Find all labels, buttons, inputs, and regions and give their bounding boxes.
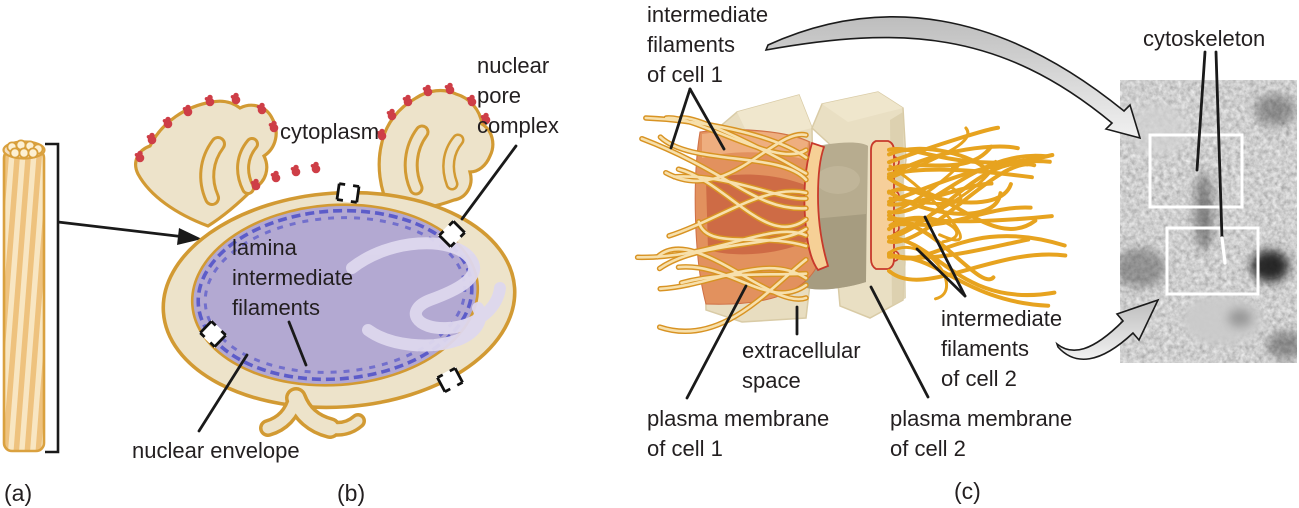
- label-cytoplasm: cytoplasm: [280, 119, 380, 144]
- er-arm-right: [377, 88, 495, 213]
- panel-c-desmosome: [634, 16, 1297, 400]
- arrow-if-cell1-to-em: [764, 16, 1142, 140]
- cytoskeleton-pointer-lines: [1195, 50, 1227, 265]
- label-plasma-membrane-cell2: plasma membrane of cell 2: [890, 406, 1073, 461]
- line-nuclear-pore-complex: [460, 144, 518, 221]
- em-highlight-box-2: [1165, 226, 1260, 296]
- arrow-if-cell2-to-em: [1055, 298, 1160, 361]
- extracellular-block-top: [822, 92, 903, 122]
- intermediate-filaments-cell1-shape: [634, 115, 809, 335]
- rope-stripes: [4, 150, 44, 451]
- line-nuclear-envelope: [197, 353, 249, 433]
- er-arm-left: [134, 99, 278, 228]
- line-if-cell1-a: [669, 87, 692, 150]
- label-lamina-intermediate-filaments: lamina intermediate filaments: [232, 235, 354, 320]
- arrow-rope-to-lamina: [57, 220, 202, 245]
- line-lamina: [287, 320, 308, 367]
- label-nuclear-pore-complex: nuclear pore complex: [477, 53, 559, 138]
- line-if-cell2-a: [915, 247, 967, 298]
- em-highlight-box-1: [1148, 133, 1244, 209]
- panel-a-bracket: [45, 142, 60, 454]
- chromatin-strands: [346, 237, 506, 352]
- envelope-bottom-tail: [259, 387, 366, 439]
- panel-b-tag: (b): [337, 480, 366, 506]
- line-pm-cell1: [685, 284, 748, 400]
- label-extracellular-space: extracellular space: [742, 338, 861, 393]
- label-cytoskeleton: cytoskeleton: [1143, 26, 1266, 51]
- label-nuclear-envelope: nuclear envelope: [132, 438, 300, 463]
- panel-a-tag: (a): [4, 480, 33, 506]
- panel-b-nucleus: [134, 82, 518, 439]
- label-intermediate-filaments-cell1: intermediate filaments of cell 1: [647, 2, 769, 87]
- label-plasma-membrane-cell1: plasma membrane of cell 1: [647, 406, 830, 461]
- panel-c-pointer-lines: [669, 87, 967, 400]
- panel-c-tag: (c): [954, 478, 981, 504]
- panel-b-pointer-lines: [197, 144, 518, 433]
- intermediate-filaments-cell2-shape: [887, 125, 1068, 308]
- rope-protofilament-ends: [6, 139, 44, 159]
- panel-a-filament-rope: [2, 139, 202, 454]
- line-if-cell1-b: [688, 87, 726, 151]
- line-if-cell2-b: [923, 215, 967, 298]
- line-pm-cell2: [869, 285, 930, 399]
- label-intermediate-filaments-cell2: intermediate filaments of cell 2: [941, 306, 1063, 391]
